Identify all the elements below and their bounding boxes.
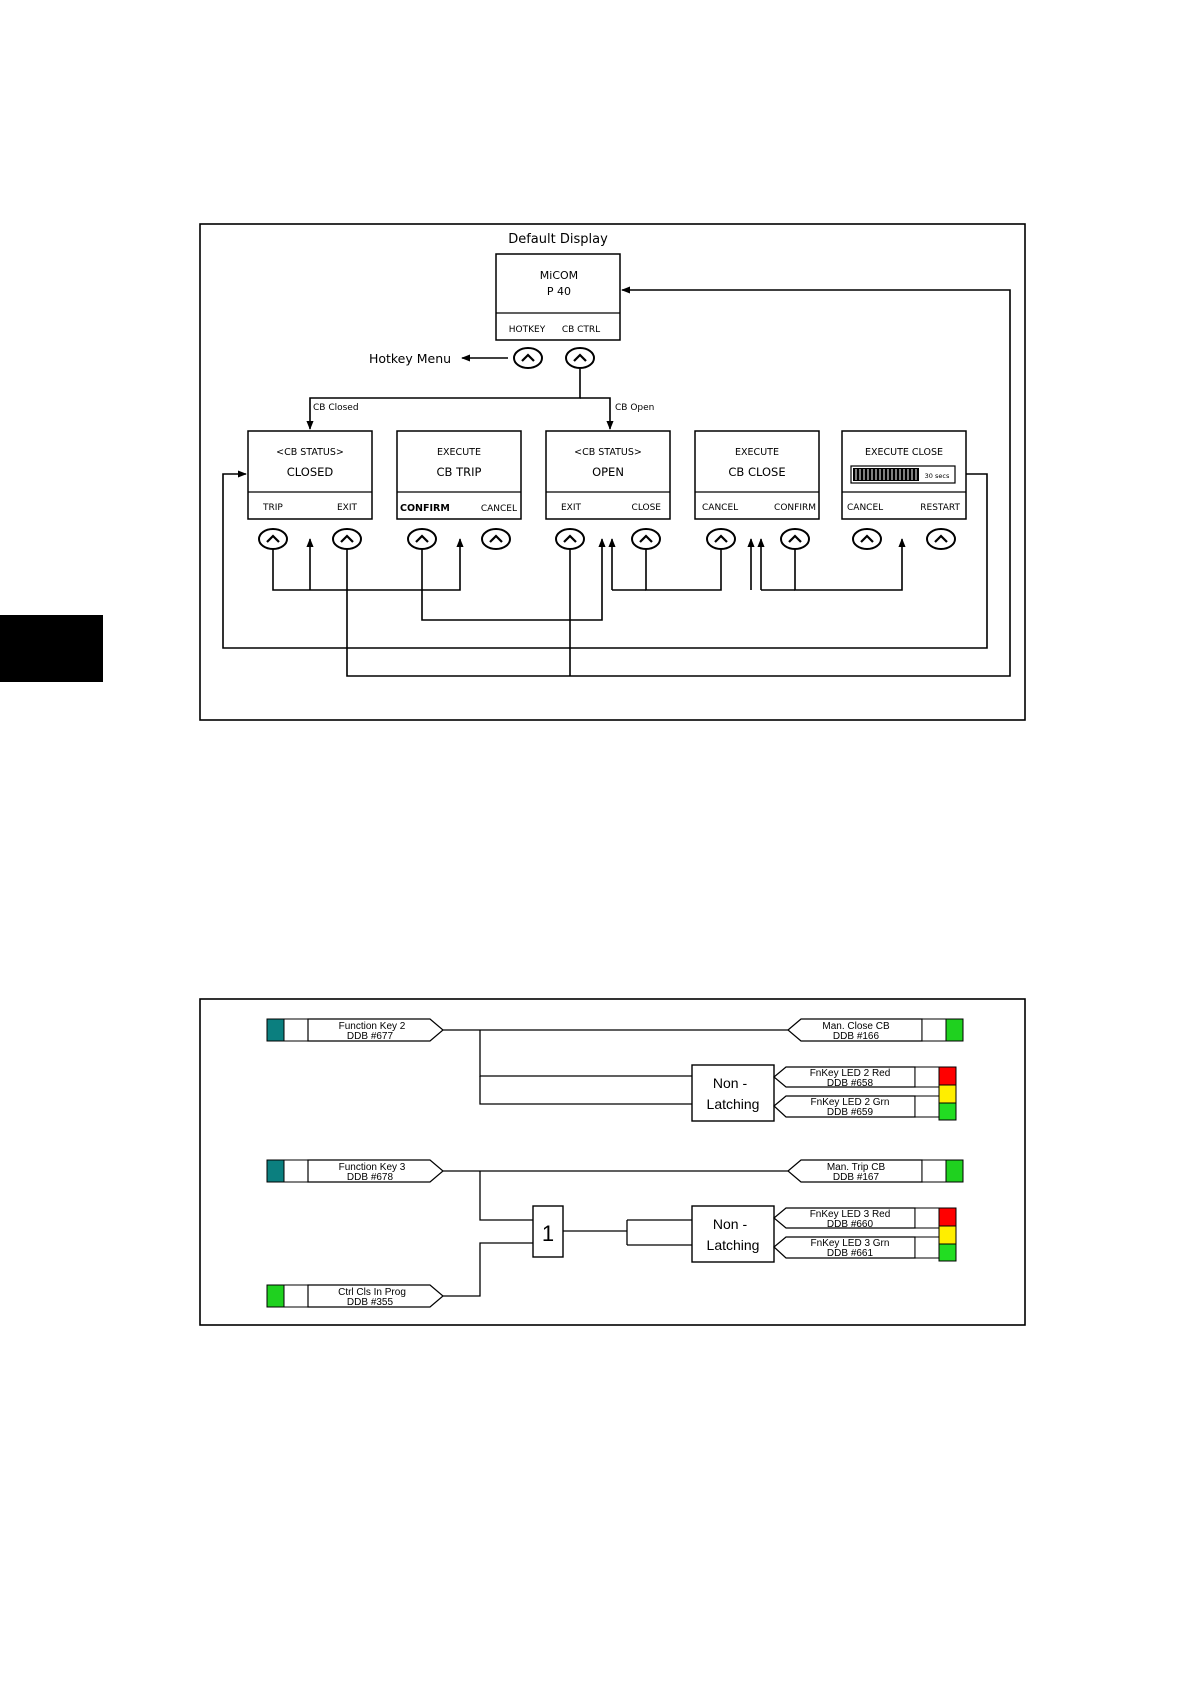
input-function-key-3: Function Key 3 DDB #678 <box>266 1159 444 1183</box>
screen-execute-cb-trip: EXECUTE CB TRIP CONFIRM CANCEL <box>396 430 522 520</box>
screen3-line1: <CB STATUS> <box>574 447 642 458</box>
non-latching-block-1: Non - Latching <box>691 1064 775 1122</box>
block2-line1: Non - <box>713 1216 748 1232</box>
screen3-left-key: EXIT <box>561 503 582 513</box>
rung1-wires <box>443 1029 788 1105</box>
menu-navigation-diagram: Default Display MiCOM P 40 HOTKEY CB CTR… <box>199 223 1026 721</box>
led2grn-ddb: DDB #659 <box>827 1107 874 1118</box>
branch-cb-closed-label: CB Closed <box>313 403 359 413</box>
led2red-ddb: DDB #658 <box>827 1078 874 1089</box>
close-timer-progress <box>853 468 919 481</box>
led3red-name: FnKey LED 3 Red <box>810 1209 891 1220</box>
screen-execute-cb-close: EXECUTE CB CLOSE CANCEL CONFIRM <box>694 430 820 520</box>
led-2-green: FnKey LED 2 Grn DDB #659 <box>773 1095 957 1121</box>
screen2-left-key: CONFIRM <box>400 503 450 514</box>
menu-diagram-frame <box>199 223 1026 721</box>
screen-execute-close-timer: EXECUTE CLOSE 30 secs CANCEL RESTART <box>841 430 967 520</box>
default-display-box: MiCOM P 40 HOTKEY CB CTRL <box>495 253 621 341</box>
input-ctrl-name: Ctrl Cls In Prog <box>338 1287 406 1298</box>
screen-cb-status-closed: <CB STATUS> CLOSED TRIP EXIT <box>247 430 373 520</box>
input-fk3-name: Function Key 3 <box>339 1162 406 1173</box>
output-trip-ddb: DDB #167 <box>833 1172 880 1183</box>
restart-button-icon[interactable] <box>925 527 957 551</box>
led2red-name: FnKey LED 2 Red <box>810 1068 891 1079</box>
default-line2: P 40 <box>547 285 571 298</box>
screen1-line1: <CB STATUS> <box>276 447 344 458</box>
screen4-line2: CB CLOSE <box>728 465 785 479</box>
input-fk2-ddb: DDB #677 <box>347 1031 394 1042</box>
screen1-left-key: TRIP <box>262 503 283 513</box>
input-ctrl-cls-in-prog: Ctrl Cls In Prog DDB #355 <box>266 1284 444 1308</box>
output-trip-name: Man. Trip CB <box>827 1162 886 1173</box>
block1-line2: Latching <box>707 1096 760 1112</box>
exit-open-button-icon[interactable] <box>554 527 586 551</box>
close-button-icon[interactable] <box>630 527 662 551</box>
hotkey-button-icon[interactable] <box>512 346 544 370</box>
screen-cb-status-open: <CB STATUS> OPEN EXIT CLOSE <box>545 430 671 520</box>
hotkey-menu-label: Hotkey Menu <box>369 351 451 366</box>
screen5-right-key: RESTART <box>920 503 960 513</box>
led3grn-name: FnKey LED 3 Grn <box>811 1238 890 1249</box>
block2-line2: Latching <box>707 1237 760 1253</box>
confirm-close-button-icon[interactable] <box>779 527 811 551</box>
screen4-left-key: CANCEL <box>702 503 738 513</box>
screen5-left-key: CANCEL <box>847 503 883 513</box>
side-tab-marker <box>0 615 103 682</box>
cancel-close-button-icon[interactable] <box>705 527 737 551</box>
rung-1: Function Key 2 DDB #677 Man. Close CB DD… <box>266 1018 964 1122</box>
default-line1: MiCOM <box>540 269 578 282</box>
screen5-line1: EXECUTE CLOSE <box>865 447 943 458</box>
screen4-right-key: CONFIRM <box>774 503 816 513</box>
branch-connectors <box>306 369 614 430</box>
led-3-green: FnKey LED 3 Grn DDB #661 <box>773 1236 957 1262</box>
cancel-timer-button-icon[interactable] <box>851 527 883 551</box>
rung-2: Function Key 3 DDB #678 Ctrl Cls In Prog… <box>266 1159 964 1308</box>
input-ctrl-ddb: DDB #355 <box>347 1297 394 1308</box>
screen2-line2: CB TRIP <box>437 465 482 479</box>
led3red-ddb: DDB #660 <box>827 1219 874 1230</box>
close-timer-label: 30 secs <box>925 472 950 480</box>
screen3-right-key: CLOSE <box>632 503 662 513</box>
led2grn-name: FnKey LED 2 Grn <box>811 1097 890 1108</box>
trip-button-icon[interactable] <box>257 527 289 551</box>
led3grn-ddb: DDB #661 <box>827 1248 874 1259</box>
rung2-wires <box>443 1170 788 1297</box>
led-3-red: FnKey LED 3 Red DDB #660 <box>773 1207 957 1245</box>
navigation-connectors <box>222 286 1011 677</box>
or-gate-label: 1 <box>542 1221 554 1246</box>
logic-diagram-frame <box>199 998 1026 1326</box>
input-fk2-name: Function Key 2 <box>339 1021 406 1032</box>
confirm-trip-button-icon[interactable] <box>406 527 438 551</box>
output-man-trip-cb: Man. Trip CB DDB #167 <box>787 1159 964 1183</box>
logic-diagram: Function Key 2 DDB #677 Man. Close CB DD… <box>199 998 1026 1326</box>
non-latching-block-2: Non - Latching <box>691 1205 775 1263</box>
screen4-line1: EXECUTE <box>735 447 779 458</box>
output-close-name: Man. Close CB <box>822 1021 890 1032</box>
default-hotkey-label: HOTKEY <box>509 325 546 335</box>
output-man-close-cb: Man. Close CB DDB #166 <box>787 1018 964 1042</box>
input-function-key-2: Function Key 2 DDB #677 <box>266 1018 444 1042</box>
cancel-trip-button-icon[interactable] <box>480 527 512 551</box>
or-gate: 1 <box>532 1205 564 1258</box>
branch-cb-open-label: CB Open <box>615 403 654 413</box>
screen2-right-key: CANCEL <box>481 504 517 514</box>
default-cbctrl-label: CB CTRL <box>562 325 600 335</box>
led-2-red: FnKey LED 2 Red DDB #658 <box>773 1066 957 1104</box>
screen1-right-key: EXIT <box>337 503 358 513</box>
output-close-ddb: DDB #166 <box>833 1031 880 1042</box>
input-fk3-ddb: DDB #678 <box>347 1172 394 1183</box>
block1-line1: Non - <box>713 1075 748 1091</box>
screen2-line1: EXECUTE <box>437 447 481 458</box>
screen3-line2: OPEN <box>592 465 624 479</box>
exit-button-icon[interactable] <box>331 527 363 551</box>
screen1-line2: CLOSED <box>287 465 334 479</box>
cb-ctrl-button-icon[interactable] <box>564 346 596 370</box>
default-display-title: Default Display <box>508 232 608 247</box>
